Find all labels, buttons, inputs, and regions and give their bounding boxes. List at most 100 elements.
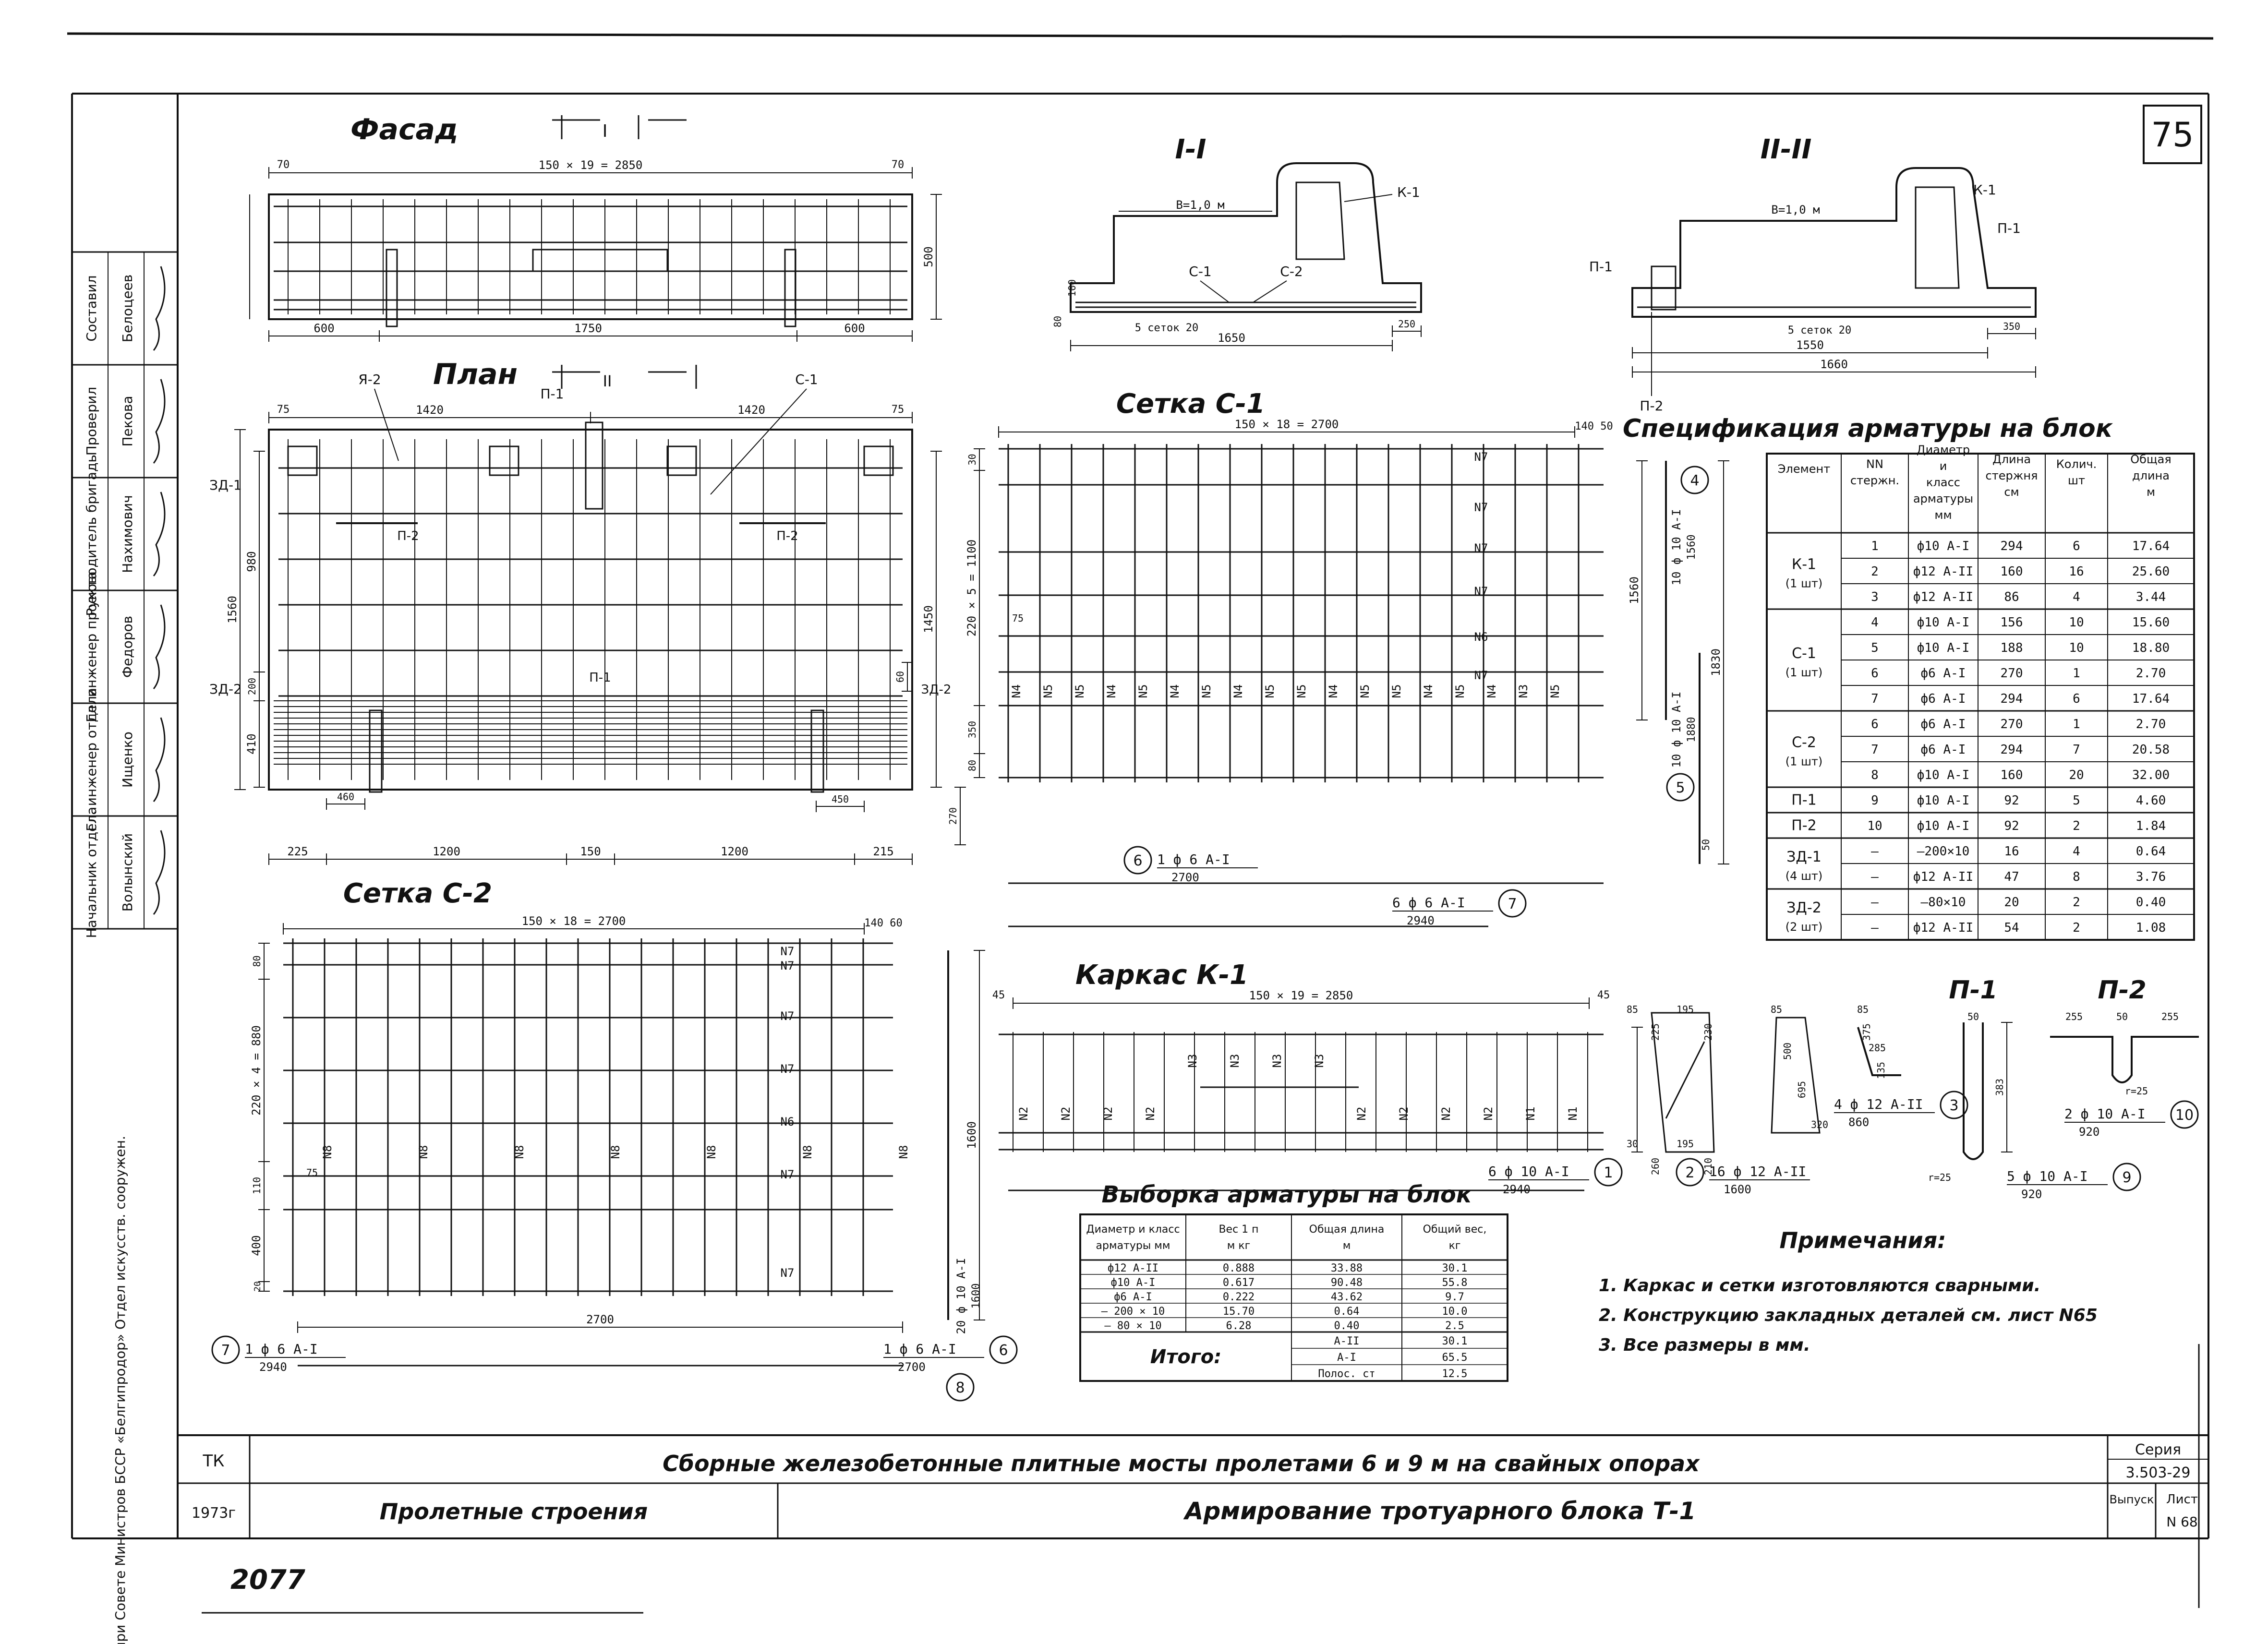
p1-dim: r=25	[1928, 1172, 1951, 1183]
spec-cell: ф10 А-I	[1917, 793, 1970, 808]
section-2-title: II-II	[1761, 134, 1812, 165]
bar-length: 920	[2079, 1125, 2099, 1139]
sample-total-label: Итого:	[1150, 1346, 1222, 1368]
bar-number: 5	[1676, 780, 1685, 796]
sample-total-class: Полос. ст	[1318, 1368, 1375, 1380]
spec-cell: 7	[1871, 743, 1879, 757]
sample-cell: 0.64	[1334, 1306, 1360, 1318]
embedded-part-zd1	[863, 445, 894, 476]
bar-id: N3	[1313, 1054, 1326, 1068]
bar-length: 2700	[1171, 871, 1199, 884]
bar-id: N8	[609, 1145, 622, 1159]
section-1-title: I-I	[1175, 134, 1206, 165]
spec-cell: 294	[2001, 743, 2023, 757]
dimension-label: 150 × 18 = 2700	[522, 914, 626, 928]
spec-cell: 17.64	[2132, 692, 2170, 706]
sheet-footnote: 2077	[230, 1564, 305, 1596]
spec-element: С-1	[1792, 645, 1816, 662]
side-name: Волынский	[120, 833, 135, 912]
spec-cell: 6	[1871, 666, 1879, 681]
bar-number-circle	[946, 1373, 975, 1402]
spec-cell: 20	[2004, 895, 2019, 910]
dimension-label: 1660	[1820, 358, 1848, 371]
spec-cell: 6	[1871, 717, 1879, 732]
side-name: Федоров	[120, 616, 135, 678]
dim-end: 75	[892, 404, 905, 416]
dim-v: 100	[1066, 279, 1078, 297]
organization: Гушосдор при Совете Министров БССР «Белг…	[112, 1136, 128, 1644]
callout-k1: К-1	[1397, 184, 1420, 200]
series-value: 3.503-29	[2126, 1464, 2191, 1481]
leader	[1253, 280, 1287, 303]
p2-shape	[2050, 1036, 2199, 1083]
bar-length: 1600	[1724, 1183, 1751, 1196]
dimension-label: 60	[894, 671, 906, 683]
bar-number: 10	[2175, 1107, 2194, 1124]
mesh-dims: 5 сеток 20	[1788, 324, 1851, 336]
spec-cell: ф10 А-I	[1917, 539, 1970, 553]
dimension-label: 150 × 19 = 2850	[539, 158, 643, 172]
spec-cell: 160	[2001, 768, 2023, 782]
spec-cell: 6	[2073, 692, 2080, 706]
spec-cell: 7	[1871, 692, 1879, 706]
dimension-label: 600	[314, 322, 334, 335]
dimension-label: 150 × 19 = 2850	[1249, 989, 1353, 1002]
callout-zd2: ЗД-2	[209, 681, 242, 697]
spec-cell: 1	[2073, 666, 2080, 681]
row-id: N7	[781, 945, 795, 958]
sample-cell: 15.70	[1223, 1306, 1255, 1318]
sheet-number-box: 75	[2143, 105, 2202, 164]
facade-outline	[268, 193, 913, 320]
bar-number: 6	[1133, 852, 1142, 869]
k1-dim: 285	[1869, 1042, 1886, 1054]
dimension-label: 1200	[721, 845, 748, 858]
dimension-label: 270	[947, 807, 959, 825]
signature	[153, 379, 166, 464]
bar-id: N3	[1186, 1054, 1199, 1068]
row-id: N7	[1474, 450, 1488, 464]
spec-cell: ф10 А-I	[1917, 819, 1970, 833]
spec-header: NN	[1866, 457, 1883, 471]
k1-dim: 195	[1677, 1004, 1694, 1015]
dimension-label: 110	[251, 1177, 263, 1194]
bar-id: N4	[1422, 684, 1435, 698]
spec-cell: 156	[2001, 615, 2023, 630]
spec-cell: 92	[2004, 819, 2019, 833]
row-id: N7	[1474, 501, 1488, 514]
sample-cell: ф10 А-I	[1111, 1277, 1156, 1289]
series-label: Серия	[2135, 1441, 2181, 1458]
dimension-label: 220 × 5 = 1100	[965, 540, 978, 636]
p1-dim: 50	[1967, 1011, 1979, 1022]
bar-id: N5	[1295, 684, 1308, 698]
dimension-label: 20	[253, 1281, 263, 1292]
spec-cell: ф6 А-I	[1921, 717, 1966, 732]
signature	[153, 604, 166, 689]
bar-2-shape-b	[1771, 1017, 1821, 1134]
title-code: ТК	[203, 1452, 225, 1471]
side-role: Начальник отдела	[84, 807, 99, 938]
dimension-label: 1560	[226, 596, 239, 624]
row-id: N7	[781, 959, 795, 972]
sample-cell: 6.28	[1226, 1320, 1252, 1332]
callout-p1: П-1	[541, 386, 564, 402]
bar-2-diagonal	[1665, 1041, 1705, 1119]
dimension-label: 80	[966, 760, 978, 771]
spec-cell: ф10 А-I	[1917, 641, 1970, 655]
k1-dim: 260	[1650, 1158, 1661, 1175]
spec-element-count: (1 шт)	[1785, 577, 1823, 590]
project-title: Сборные железобетонные плитные мосты про…	[663, 1451, 1700, 1476]
spec-header: Общая	[2130, 453, 2171, 466]
dimension-label: 2700	[586, 1313, 614, 1326]
dimension-label: 1650	[1218, 331, 1245, 345]
bar-id: N5	[1263, 684, 1277, 698]
dimension-label: 150 × 18 = 2700	[1235, 418, 1339, 431]
bar-number: 8	[955, 1380, 965, 1396]
bar-spec: 10 ф 10 А-I	[1670, 509, 1683, 586]
spec-cell: 25.60	[2132, 564, 2170, 579]
karkas-title: Каркас К-1	[1075, 960, 1248, 991]
embedded-part-zd1	[666, 445, 697, 476]
embedded-part-zd1	[489, 445, 519, 476]
